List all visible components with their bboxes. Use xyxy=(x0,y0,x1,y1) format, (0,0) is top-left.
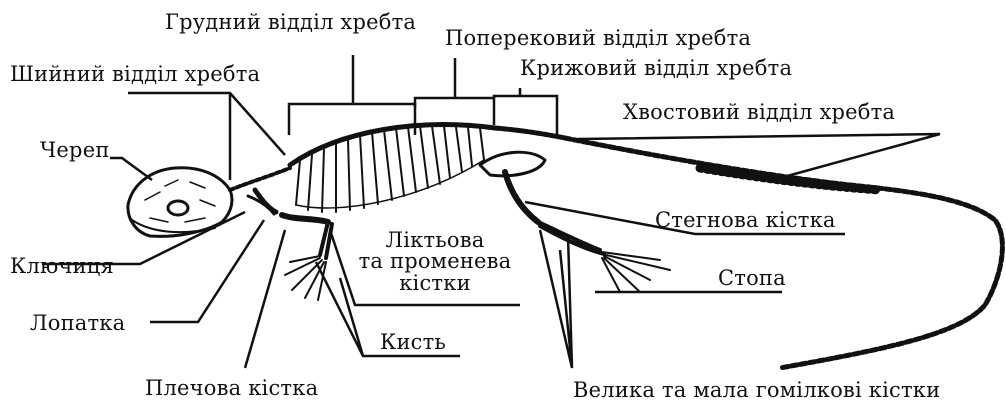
hand-bones xyxy=(285,256,326,300)
humerus-bone xyxy=(282,215,328,222)
scapula-label: Лопатка xyxy=(30,313,125,334)
jaw xyxy=(132,220,215,232)
forearm-bones xyxy=(320,222,332,258)
femur-label: Стегнова кістка xyxy=(655,210,836,231)
thoracic-bracket xyxy=(289,55,415,135)
caudal-spine-label: Хвостовий відділ хребта xyxy=(623,102,895,123)
skull-leader xyxy=(110,158,152,180)
pelvis xyxy=(480,152,545,176)
rib-cage xyxy=(290,125,495,212)
lumbar-spine xyxy=(495,128,565,138)
thoracic-spine-label: Грудний відділ хребта xyxy=(165,12,416,33)
tail xyxy=(565,138,1002,368)
femur-bone xyxy=(505,172,538,222)
ulna-radius-label: Ліктьова та променева кістки xyxy=(350,230,520,294)
cervical-leader xyxy=(128,93,285,180)
ulna-radius-line-3: кістки xyxy=(350,273,520,294)
sacral-spine-label: Крижовий відділ хребта xyxy=(520,58,792,79)
lumbar-spine-label: Поперековий відділ хребта xyxy=(445,28,751,49)
cervical-spine xyxy=(230,168,290,190)
tibia-fibula-label: Велика та мала гомілкові кістки xyxy=(573,380,940,401)
lumbar-bracket xyxy=(415,58,494,125)
hand-label: Кисть xyxy=(380,332,446,353)
cervical-spine-label: Шийний відділ хребта xyxy=(10,64,260,85)
ulna-radius-line-1: Ліктьова xyxy=(350,230,520,251)
eye-socket xyxy=(168,201,188,215)
humerus-label: Плечова кістка xyxy=(145,378,318,399)
tail-chevrons xyxy=(700,168,880,190)
ulna-radius-line-2: та променева xyxy=(350,251,520,272)
shin-bones xyxy=(538,222,604,254)
humerus-leader xyxy=(245,230,285,368)
foot-bones xyxy=(602,252,670,292)
foot-label: Стопа xyxy=(718,268,786,289)
skull-label: Череп xyxy=(40,140,110,161)
clavicle-label: Ключиця xyxy=(10,256,114,277)
tibia-fibula-leader xyxy=(540,230,572,368)
